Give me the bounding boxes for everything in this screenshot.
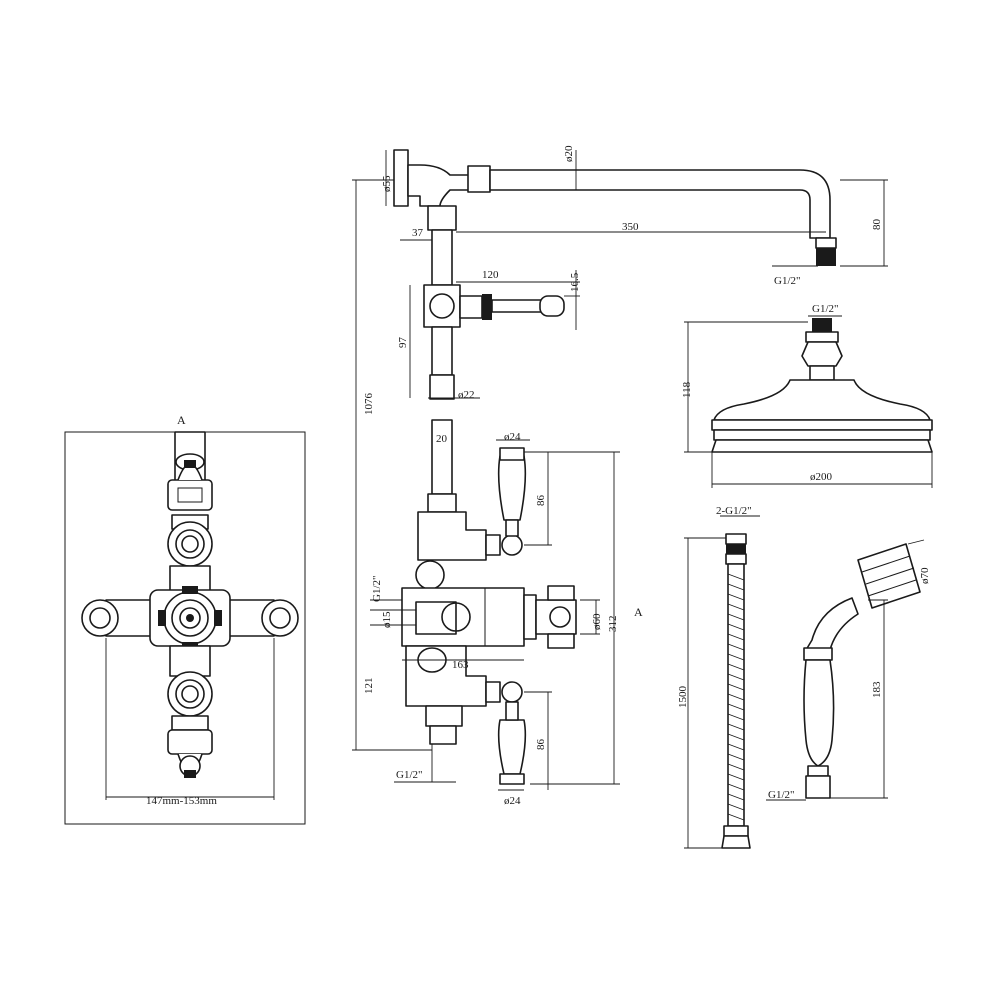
- front-lower-valve: [167, 671, 213, 717]
- upper-valve-housing: [417, 511, 487, 561]
- shower-head-height-label: 118: [681, 381, 693, 398]
- body-width-label: 163: [452, 659, 469, 671]
- riser-top-nut: [427, 205, 457, 231]
- body-height-label: 312: [607, 616, 619, 633]
- upper-handle-pivot: [501, 534, 523, 556]
- lower-valve-housing: [405, 645, 487, 707]
- hose-thread-label: 2-G1/2": [716, 505, 752, 517]
- arm-thread-label: G1/2": [774, 275, 801, 287]
- hose-top-thread: [726, 544, 746, 554]
- shower-head: G1/2" 118 ø200: [681, 303, 933, 488]
- dim-riser-22-label: ø22: [458, 389, 475, 401]
- front-lower-collar: [171, 715, 209, 731]
- body-dia-label: ø60: [591, 613, 603, 630]
- shower-head-thread-label: G1/2": [812, 303, 839, 315]
- arm-outlet-thread: [816, 248, 836, 266]
- side-view: 1076 ø55 37 350 ø20 80 G1/2" 120 16.5 97…: [352, 145, 888, 807]
- hand-shower-nut: [805, 775, 831, 799]
- arm-elbow: [407, 164, 471, 207]
- riser-pipe-mid: [431, 326, 453, 376]
- hose: 2-G1/2" 1500: [677, 505, 760, 849]
- dim-handle-bottom-len-label: 86: [535, 739, 547, 751]
- lower-lever-handle: [497, 719, 527, 775]
- shower-head-dia-label: ø200: [810, 471, 833, 483]
- riser-pipe-lower: [431, 419, 453, 495]
- upper-lever-handle: [497, 455, 527, 521]
- riser-lower-nut: [427, 493, 457, 513]
- shower-head-bell: [713, 379, 931, 421]
- dim-handle-top-dia-label: ø24: [504, 431, 521, 443]
- front-left-flange: [81, 599, 119, 637]
- hose-length-label: 1500: [677, 686, 689, 709]
- diverter-thread: [482, 294, 492, 320]
- hose-ribbing: [727, 573, 745, 821]
- shower-arm: [489, 169, 831, 239]
- riser-pipe-upper: [431, 229, 453, 286]
- dim-37-label: 37: [412, 227, 424, 239]
- hand-shower-neck: [805, 597, 859, 651]
- dim-diverter-length-label: 120: [482, 269, 499, 281]
- dim-handle-top-len-label: 86: [535, 495, 547, 507]
- hand-shower: ø70 183 G1/2": [766, 539, 931, 801]
- dim-total-height-label: 1076: [363, 393, 375, 416]
- dim-handle-bottom-dia-label: ø24: [504, 795, 521, 807]
- hand-shower-dia-label: ø70: [919, 567, 931, 584]
- bottom-thread-label: G1/2": [396, 769, 423, 781]
- front-view: A: [64, 413, 306, 825]
- dim-arm-dia-label: ø20: [563, 145, 575, 162]
- wall-flange: [393, 149, 409, 207]
- front-upper-valve-cap: [167, 479, 213, 511]
- dim-diverter-height-label: 97: [397, 337, 409, 349]
- arm-nut: [467, 165, 491, 193]
- dim-flange-label: ø55: [381, 175, 393, 192]
- front-lower-valve-cap: [167, 729, 213, 755]
- dim-arm-length-label: 350: [622, 221, 639, 233]
- lower-outlet-nut: [429, 725, 457, 745]
- hand-shower-handle: [803, 659, 835, 767]
- inlet-15-label: ø15: [381, 611, 393, 628]
- hand-shower-thread-label: G1/2": [768, 789, 795, 801]
- inlet-thread-label: G1/2": [371, 576, 383, 603]
- hand-shower-length-label: 183: [871, 681, 883, 698]
- riser-slider: [429, 374, 455, 400]
- side-view-section-marker: A: [634, 605, 643, 619]
- dim-arm-drop-label: 80: [871, 219, 883, 231]
- hose-bottom-nut: [721, 835, 751, 849]
- dim-riser-20-label: 20: [436, 433, 448, 445]
- dim-lower-121-label: 121: [363, 678, 375, 695]
- front-view-section-marker: A: [177, 413, 186, 427]
- shower-head-thread: [812, 318, 832, 332]
- front-right-flange: [261, 599, 299, 637]
- shower-head-nut: [801, 341, 843, 367]
- lower-handle-pivot: [501, 681, 523, 703]
- dim-diverter-dia-label: 16.5: [569, 272, 581, 292]
- front-width-label: 147mm-153mm: [146, 795, 217, 807]
- shower-head-face: [711, 439, 933, 453]
- front-upper-valve: [167, 521, 213, 567]
